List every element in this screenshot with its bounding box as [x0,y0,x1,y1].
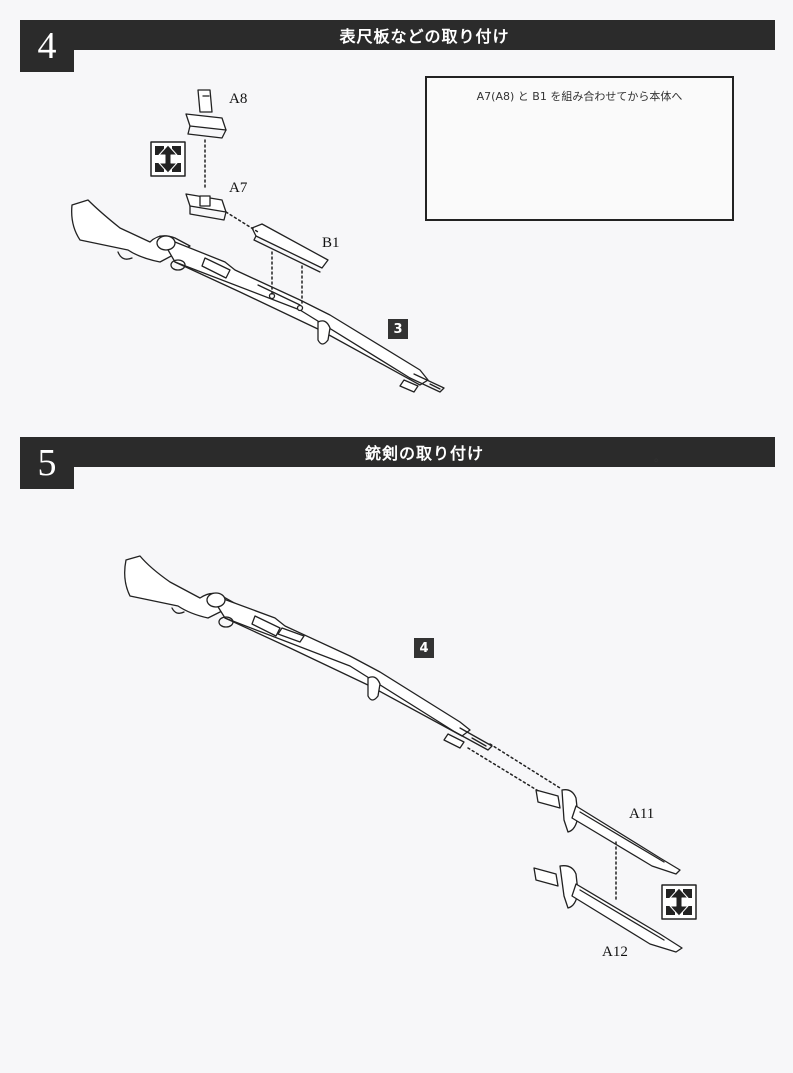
step4-rifle-drawing [71,199,445,393]
part-a12-drawing [533,865,683,953]
part-a11-drawing [535,789,681,875]
step5-title: 銃剣の取り付け [74,437,775,467]
label-a8: A8 [229,91,248,107]
label-a12: A12 [602,944,628,960]
ref-step-3: 3 [388,319,408,339]
inset-caption: A7(A8) と B1 を組み合わせてから本体へ [476,90,683,103]
inset-box: A7(A8) と B1 を組み合わせてから本体へ [425,76,734,221]
up-down-arrow-icon-step4 [150,141,186,177]
step4-header: 4 表尺板などの取り付け [20,20,775,72]
part-a7-drawing [185,193,227,221]
label-a11: A11 [629,806,655,822]
part-a8-drawing [185,89,227,139]
step4-title: 表尺板などの取り付け [74,20,775,50]
ref-step-4: 4 [414,638,434,658]
step5-header: 5 銃剣の取り付け [20,437,775,489]
label-b1: B1 [322,235,340,251]
label-a7: A7 [229,180,248,196]
up-down-arrow-icon-step5 [661,884,697,920]
step5-rifle-drawing [124,555,493,751]
step4-number: 4 [20,20,74,72]
part-b1-drawing [251,223,329,273]
step5-dot: 。 [654,451,665,464]
step5-number: 5 [20,437,74,489]
